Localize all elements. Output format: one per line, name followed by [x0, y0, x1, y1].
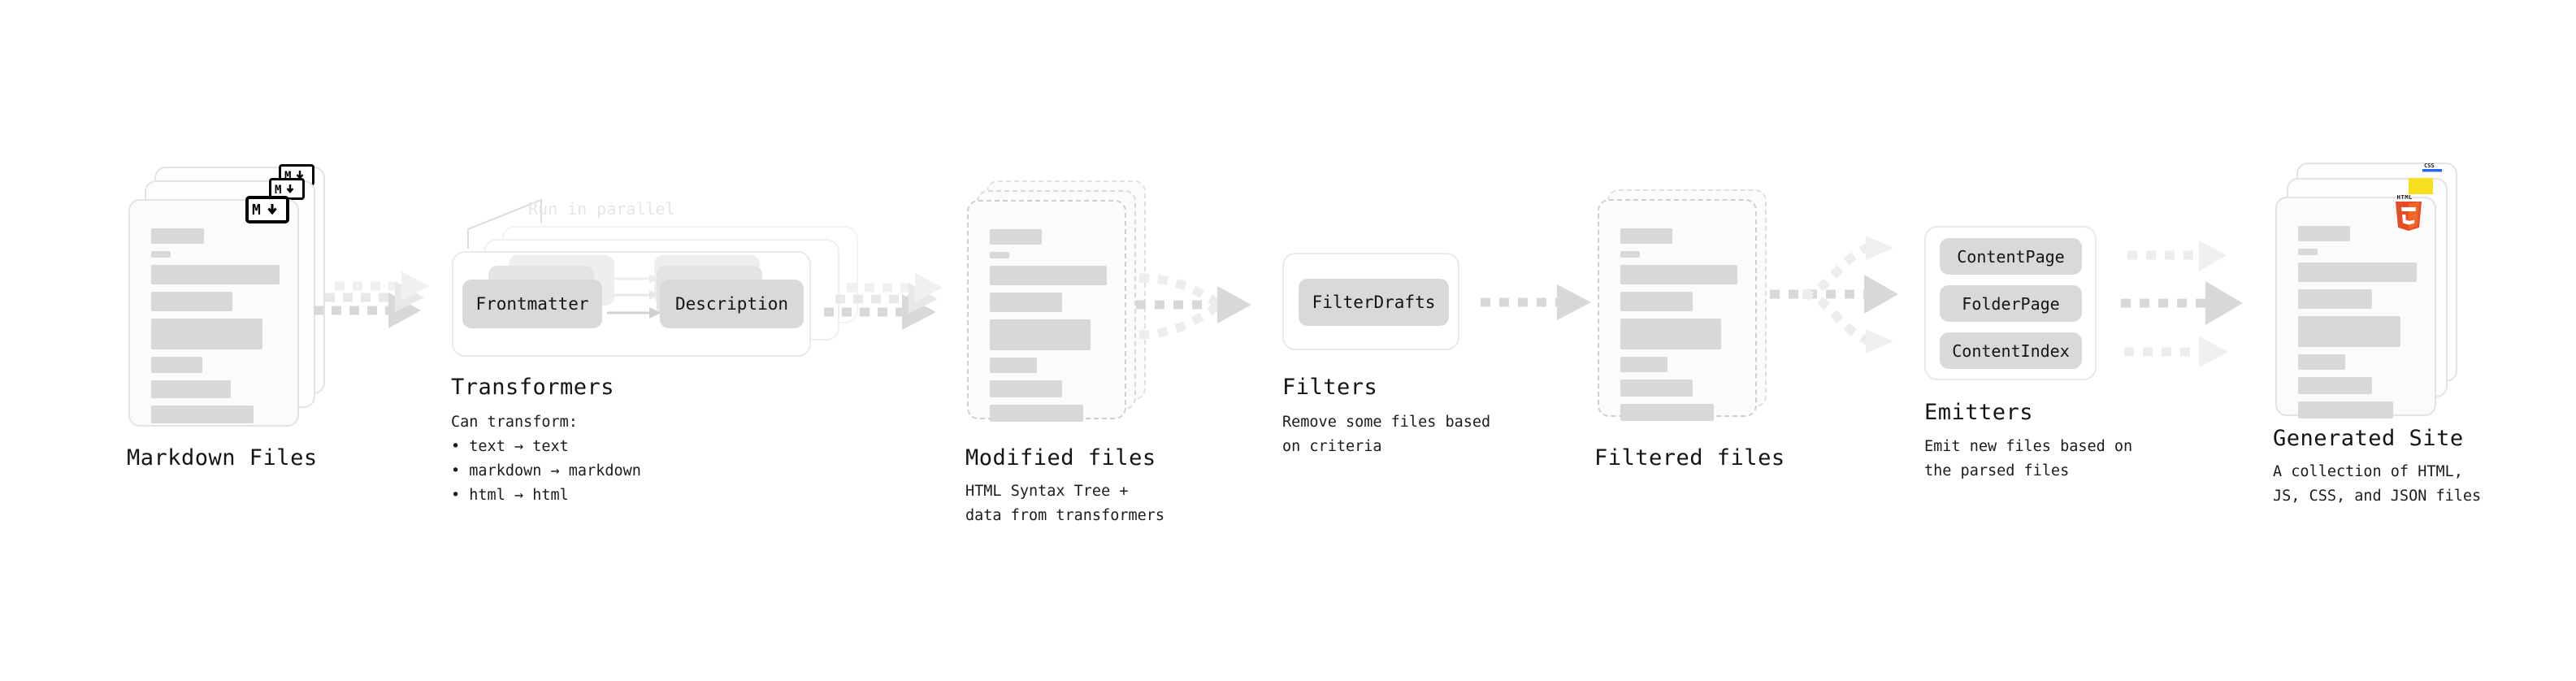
site-placeholder-lines — [2298, 226, 2417, 419]
svg-text:CSS: CSS — [2424, 163, 2435, 169]
stage-title-filters: Filters — [1282, 375, 1378, 400]
markdown-badge: M — [245, 196, 289, 223]
arrow-emitters-to-site — [2121, 241, 2243, 367]
svg-text:HTML: HTML — [2397, 193, 2413, 201]
stage-title-filtered-files: Filtered files — [1594, 445, 1785, 471]
markdown-glyph: M — [275, 184, 294, 196]
stage-caption-filters: Remove some files based on criteria — [1282, 414, 1491, 455]
stage-caption-generated-site: A collection of HTML, JS, CSS, and JSON … — [2273, 463, 2482, 505]
chip-content-index[interactable]: ContentIndex — [1940, 332, 2082, 369]
chip-frontmatter[interactable]: Frontmatter — [462, 280, 602, 328]
stage-caption-emitters: Emit new files based on the parsed files — [1924, 438, 2133, 479]
stage-title-generated-site: Generated Site — [2273, 426, 2464, 451]
markdown-glyph: M — [284, 170, 304, 182]
arrow-modified-to-filters — [1136, 273, 1251, 340]
stage-title-transformers: Transformers — [451, 375, 615, 400]
stage-caption-transformers: Can transform: • text → text • markdown … — [451, 414, 641, 504]
modified-card-front — [967, 200, 1126, 422]
stage-caption-modified-files: HTML Syntax Tree + data from transformer… — [965, 483, 1165, 524]
stage-title-modified-files: Modified files — [965, 445, 1156, 471]
filtered-card-front — [1598, 199, 1757, 421]
chip-filter-drafts[interactable]: FilterDrafts — [1299, 279, 1449, 326]
run-in-parallel-label: Run in parallel — [528, 199, 675, 219]
arrow-filtered-to-emitters — [1770, 236, 1898, 354]
js-badge — [2409, 178, 2433, 194]
modified-placeholder-lines — [990, 229, 1107, 422]
arrow-filters-to-filtered — [1481, 284, 1591, 320]
site-card-front: HTML — [2275, 193, 2436, 419]
chip-folder-page[interactable]: FolderPage — [1940, 285, 2082, 322]
markdown-glyph: M — [252, 202, 277, 218]
stage-title-markdown-files: Markdown Files — [127, 445, 318, 471]
markdown-placeholder-lines — [151, 228, 280, 423]
filtered-placeholder-lines — [1620, 228, 1737, 421]
svg-text:M: M — [252, 202, 261, 218]
svg-text:M: M — [275, 184, 281, 196]
markdown-card-front: M — [128, 196, 299, 427]
chip-description[interactable]: Description — [660, 280, 804, 328]
arrow-markdown-to-transformers — [314, 271, 429, 328]
html5-badge: HTML — [2396, 193, 2422, 231]
svg-text:M: M — [284, 170, 291, 182]
chip-content-page[interactable]: ContentPage — [1940, 238, 2082, 275]
css3-badge: CSS — [2422, 163, 2442, 172]
stage-title-emitters: Emitters — [1924, 400, 2034, 425]
